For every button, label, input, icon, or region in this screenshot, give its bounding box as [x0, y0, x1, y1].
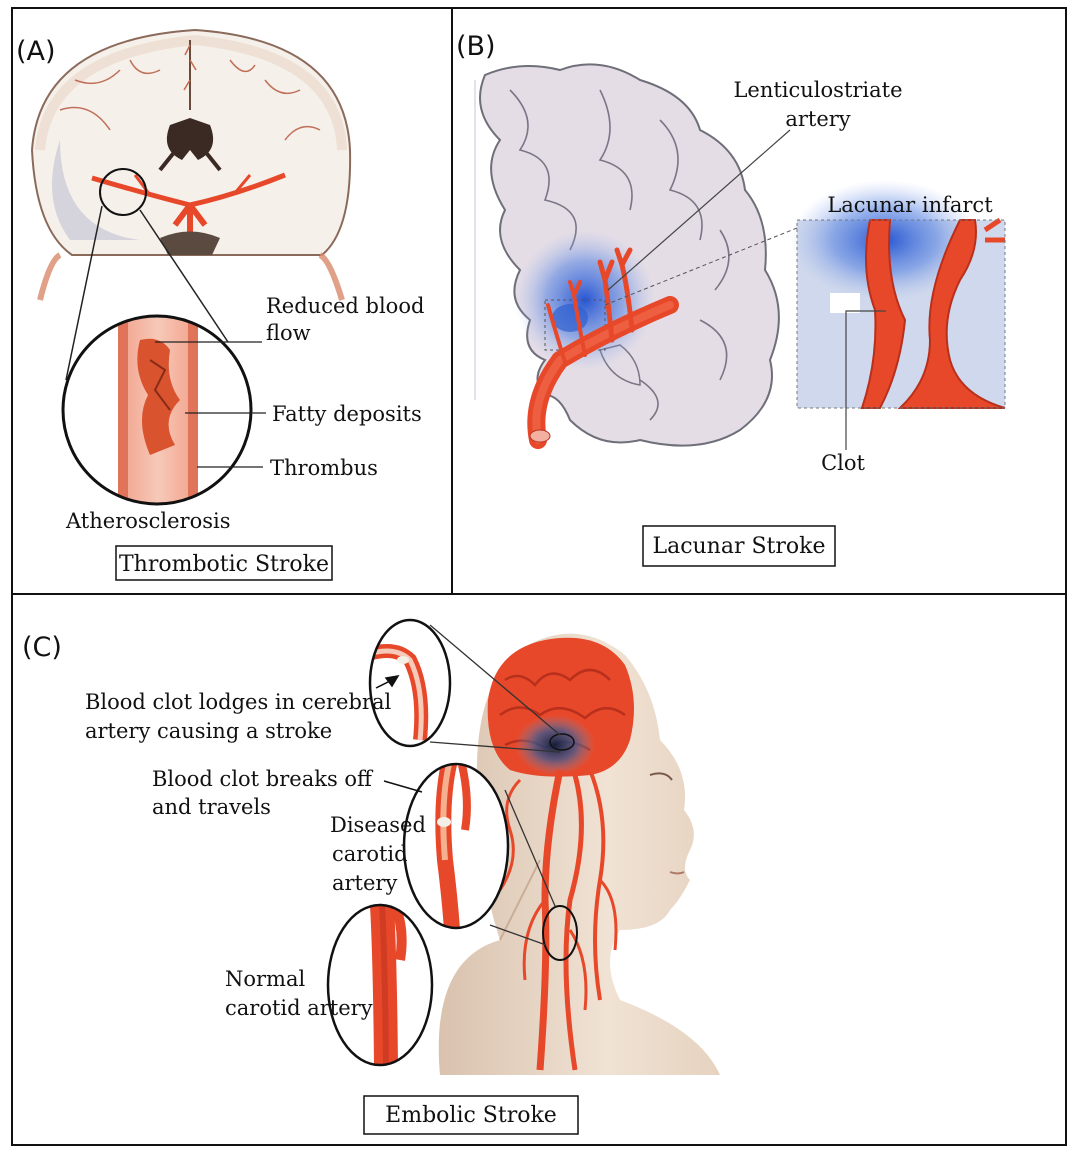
coronal-brain-illustration — [32, 30, 350, 300]
label-diseased-line1: Diseased — [330, 813, 426, 837]
label-clot-breaks-line2: and travels — [152, 795, 271, 819]
magnified-diseased-carotid — [404, 760, 508, 930]
label-normal-line1: Normal — [225, 967, 305, 991]
label-clot-lodges-line2: artery causing a stroke — [85, 719, 332, 743]
label-clot-lodges-line1: Blood clot lodges in cerebral — [85, 690, 391, 714]
label-clot-breaks-line1: Blood clot breaks off — [152, 767, 374, 791]
label-thrombus: Thrombus — [270, 456, 378, 480]
caption-lacunar-stroke: Lacunar Stroke — [652, 534, 825, 559]
label-normal-line2: carotid artery — [225, 996, 373, 1020]
panel-c: (C) — [22, 620, 720, 1134]
panel-b-letter: (B) — [456, 31, 496, 62]
magnified-cerebral-artery — [365, 620, 450, 746]
panel-b: (B) — [456, 31, 1005, 566]
label-lacunar-infarct: Lacunar infarct — [827, 193, 993, 217]
label-lenticulostriate-line2: artery — [785, 107, 850, 131]
label-atherosclerosis: Atherosclerosis — [65, 509, 231, 533]
label-reduced-blood-line1: Reduced blood — [266, 294, 424, 318]
label-fatty-deposits: Fatty deposits — [272, 402, 422, 426]
label-diseased-line2: carotid — [332, 842, 408, 866]
label-reduced-blood-line2: flow — [266, 321, 311, 345]
magnified-normal-carotid — [328, 905, 432, 1065]
caption-embolic-stroke: Embolic Stroke — [385, 1103, 557, 1128]
panel-c-letter: (C) — [22, 632, 62, 663]
magnified-vessel-circle — [63, 310, 251, 510]
label-clot: Clot — [821, 451, 865, 475]
panel-a-letter: (A) — [16, 36, 56, 67]
label-lenticulostriate-line1: Lenticulostriate — [733, 78, 902, 102]
caption-thrombotic-stroke: Thrombotic Stroke — [119, 552, 329, 577]
label-diseased-line3: artery — [332, 871, 397, 895]
panel-a: (A) — [16, 30, 424, 580]
